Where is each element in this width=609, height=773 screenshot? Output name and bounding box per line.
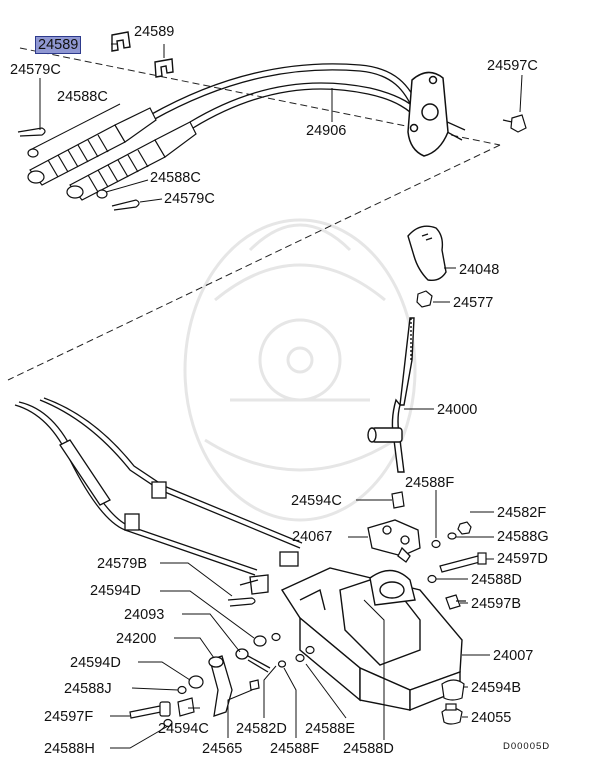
cable-boot-2 <box>66 121 197 201</box>
nut-24582f <box>457 521 472 535</box>
mount-24055 <box>441 703 463 725</box>
figure-code: D00005D <box>503 741 551 752</box>
bolt-24597c <box>502 114 527 133</box>
cable-boot-1 <box>27 107 157 186</box>
selector-24067 <box>367 519 421 563</box>
part-label-24597b[interactable]: 24597B <box>471 596 521 612</box>
pin-24579b <box>227 597 256 607</box>
bushing-24594d <box>188 635 267 689</box>
part-label-24579c-top[interactable]: 24579C <box>10 62 61 78</box>
bolt-24597b <box>445 594 466 610</box>
part-label-24588f-a[interactable]: 24588F <box>405 475 455 491</box>
part-label-24588d-b[interactable]: 24588D <box>343 741 394 757</box>
part-label-24577[interactable]: 24577 <box>453 295 494 311</box>
part-label-24906[interactable]: 24906 <box>306 123 347 139</box>
washers-lower <box>163 632 305 728</box>
lower-cable-2 <box>39 397 303 595</box>
part-label-24589[interactable]: 24589 <box>134 24 175 40</box>
part-label-24594b[interactable]: 24594B <box>471 680 521 696</box>
bushing-24594c-lower <box>177 697 195 717</box>
part-label-24588f-b[interactable]: 24588F <box>270 741 320 757</box>
leader-lines <box>29 43 523 749</box>
part-label-24594c-b[interactable]: 24594C <box>158 721 209 737</box>
mount-24594b <box>441 679 465 701</box>
washer-24588c <box>27 148 108 199</box>
part-label-24048[interactable]: 24048 <box>459 262 500 278</box>
part-label-24565[interactable]: 24565 <box>202 741 243 757</box>
part-label-24588e[interactable]: 24588E <box>305 721 355 737</box>
lever-24200 <box>208 648 271 717</box>
part-label-24597f[interactable]: 24597F <box>44 709 94 725</box>
part-label-24582d[interactable]: 24582D <box>236 721 287 737</box>
watermark-emblem <box>183 218 417 522</box>
bushing-24594c <box>391 491 405 509</box>
washer-24588g <box>447 532 457 540</box>
part-label-24588c-mid[interactable]: 24588C <box>150 170 201 186</box>
shift-knob-24048 <box>407 225 447 282</box>
part-label-24588c-top[interactable]: 24588C <box>57 89 108 105</box>
shift-lever-24000 <box>367 317 415 473</box>
part-label-24597c[interactable]: 24597C <box>487 58 538 74</box>
part-label-24594c-a[interactable]: 24594C <box>291 493 342 509</box>
bolt-24597f <box>129 701 171 719</box>
pin-24565 <box>249 679 260 691</box>
part-label-24000[interactable]: 24000 <box>437 402 478 418</box>
part-label-24579b[interactable]: 24579B <box>97 556 147 572</box>
part-label-24597d[interactable]: 24597D <box>497 551 548 567</box>
clip-24589 <box>111 31 174 78</box>
part-label-24055[interactable]: 24055 <box>471 710 512 726</box>
part-label-24067[interactable]: 24067 <box>292 529 333 545</box>
lower-cable-1 <box>14 401 258 576</box>
nut-24577 <box>416 290 433 308</box>
part-label-24093[interactable]: 24093 <box>124 607 165 623</box>
part-label-24200[interactable]: 24200 <box>116 631 157 647</box>
part-label-24588h[interactable]: 24588H <box>44 741 95 757</box>
washer-24588d <box>305 574 437 655</box>
cable-bracket-plate <box>407 71 449 157</box>
shift-housing-24007 <box>280 567 463 712</box>
pin-24579c <box>17 127 140 211</box>
part-label-24582f[interactable]: 24582F <box>497 505 547 521</box>
part-label-24579c-mid[interactable]: 24579C <box>164 191 215 207</box>
part-label-24594d-b[interactable]: 24594D <box>70 655 121 671</box>
part-label-24588d-a[interactable]: 24588D <box>471 572 522 588</box>
part-label-24589-highlighted[interactable]: 24589 <box>35 36 82 54</box>
part-label-24594d-a[interactable]: 24594D <box>90 583 141 599</box>
part-label-24588j[interactable]: 24588J <box>64 681 112 697</box>
part-label-24588g[interactable]: 24588G <box>497 529 549 545</box>
washer-24588f <box>431 539 441 549</box>
part-label-24007[interactable]: 24007 <box>493 648 534 664</box>
bolt-24597d <box>439 552 487 573</box>
